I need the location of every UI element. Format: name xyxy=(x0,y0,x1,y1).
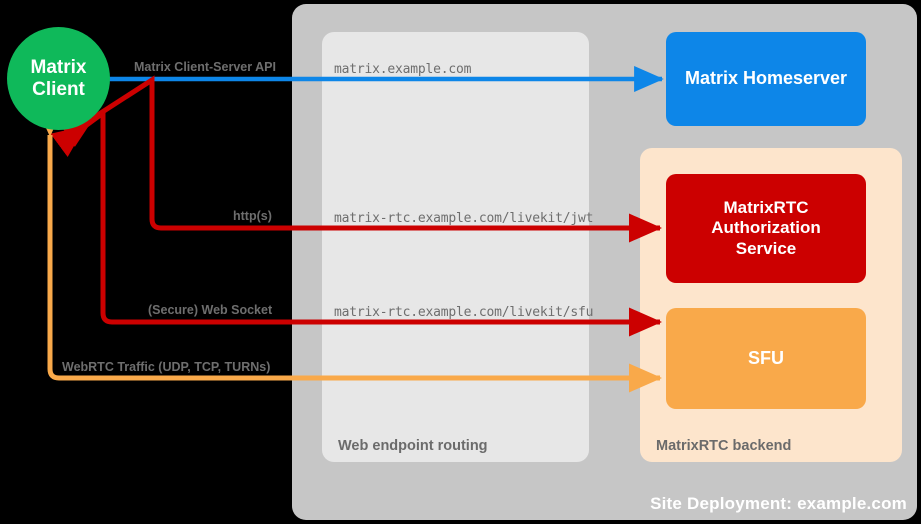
matrix-client-label: Matrix Client xyxy=(31,57,87,100)
endpoint-livekit-jwt: matrix-rtc.example.com/livekit/jwt xyxy=(334,211,594,226)
web-endpoint-routing-label: Web endpoint routing xyxy=(338,438,488,454)
auth-service-label-line3: Service xyxy=(735,238,797,258)
matrix-client-label-line1: Matrix xyxy=(30,57,87,79)
matrixrtc-backend-label: MatrixRTC backend xyxy=(656,438,792,454)
connection-label-webrtc-traffic: WebRTC Traffic (UDP, TCP, TURNs) xyxy=(62,360,271,374)
web-endpoint-routing-panel xyxy=(322,32,589,462)
endpoint-livekit-sfu: matrix-rtc.example.com/livekit/sfu xyxy=(334,305,594,320)
auth-service-label-line2: Authorization xyxy=(711,218,821,238)
endpoint-matrix-example-com: matrix.example.com xyxy=(334,62,472,77)
auth-service-label-line1: MatrixRTC xyxy=(723,197,809,217)
node-sfu[interactable]: SFU xyxy=(666,308,866,409)
matrix-homeserver-label: Matrix Homeserver xyxy=(684,68,848,89)
node-matrix-homeserver[interactable]: Matrix Homeserver xyxy=(666,32,866,126)
auth-service-label: MatrixRTC Authorization Service xyxy=(711,198,821,259)
sfu-label: SFU xyxy=(748,347,784,368)
matrix-client-label-line2: Client xyxy=(32,78,85,100)
connection-label-http: http(s) xyxy=(233,209,272,223)
site-deployment-label: Site Deployment: example.com xyxy=(650,494,907,513)
node-matrixrtc-authorization-service[interactable]: MatrixRTC Authorization Service xyxy=(666,174,866,283)
connection-label-secure-web-socket: (Secure) Web Socket xyxy=(148,303,273,317)
node-matrix-client[interactable]: Matrix Client xyxy=(7,27,110,130)
connection-label-matrix-client-server-api: Matrix Client-Server API xyxy=(134,60,276,74)
